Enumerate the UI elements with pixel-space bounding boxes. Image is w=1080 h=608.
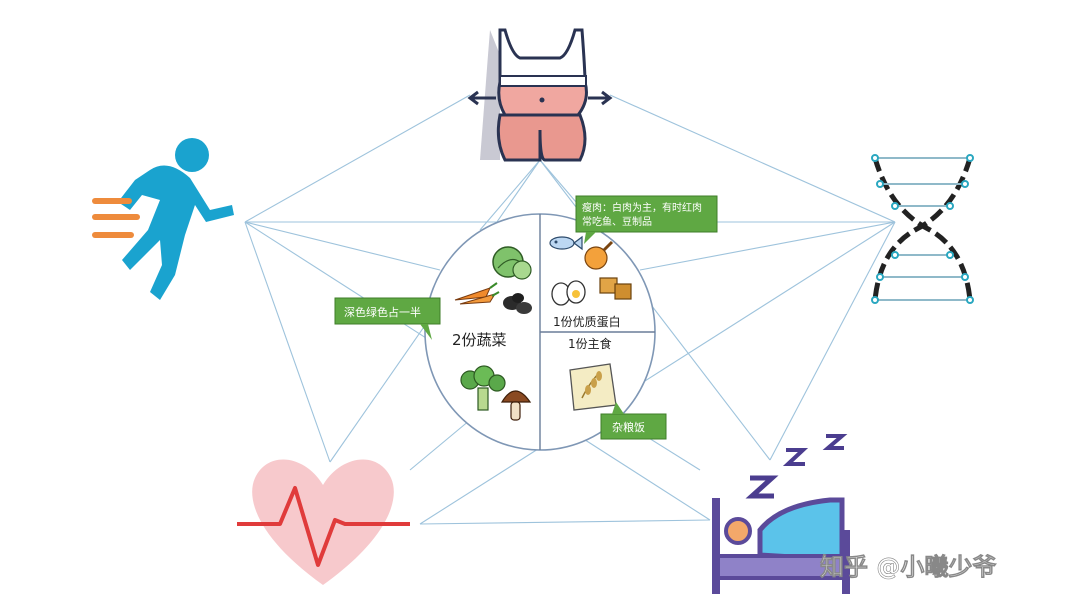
black-fungus-icon <box>503 293 532 314</box>
tofu-icon <box>599 277 632 300</box>
carrot-icon <box>454 282 500 305</box>
leafy-greens-icon <box>492 246 532 280</box>
dna-icon <box>871 154 974 304</box>
callout-vegetables: 深色绿色占一半 <box>334 297 441 340</box>
mushroom-icon <box>500 390 532 421</box>
sleep-bed-icon <box>712 434 850 594</box>
eggs-icon <box>551 280 586 306</box>
grain-bag-icon <box>569 363 617 411</box>
callout-staple-text: 杂粮饭 <box>612 420 645 434</box>
vegetables-label: 2份蔬菜 <box>452 331 507 349</box>
callout-staple: 杂粮饭 <box>600 402 667 440</box>
callout-protein: 瘦肉：白肉为主，有时红肉 常吃鱼、豆制品 <box>575 195 718 244</box>
broccoli-icon <box>460 365 506 411</box>
callout-vegetables-text: 深色绿色占一半 <box>344 305 421 319</box>
callout-protein-text-line1: 瘦肉：白肉为主，有时红肉 <box>582 201 702 214</box>
protein-label: 1份优质蛋白 <box>553 314 621 329</box>
chicken-leg-icon <box>584 240 614 270</box>
body-waist-icon <box>467 28 613 162</box>
fish-icon <box>549 235 583 251</box>
watermark-text: 知乎 @小曦少爷 <box>820 553 997 581</box>
running-person-icon <box>92 138 234 300</box>
staple-label: 1份主食 <box>568 336 612 351</box>
plate: 2份蔬菜 1份优质蛋白 1份主食 <box>424 213 656 451</box>
callout-protein-text-line2: 常吃鱼、豆制品 <box>582 215 652 228</box>
heart-pulse-icon <box>237 459 410 585</box>
